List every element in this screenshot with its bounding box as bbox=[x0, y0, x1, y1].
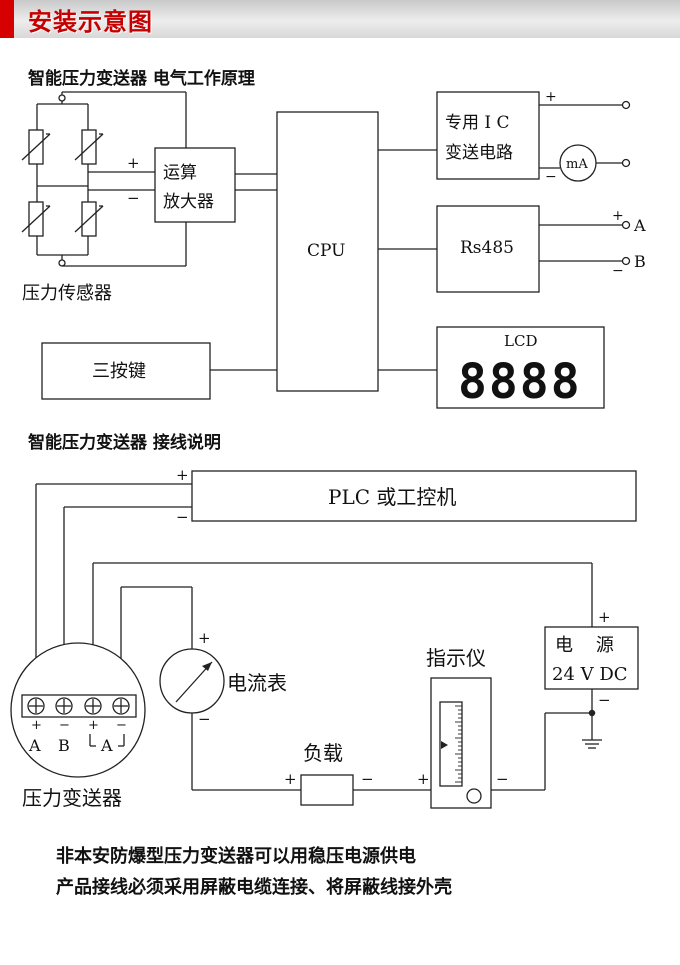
cpu-label: CPU bbox=[307, 241, 345, 261]
amp-label-2: 放大器 bbox=[163, 192, 214, 212]
ic-plus: + bbox=[545, 89, 557, 105]
rs-plus: + bbox=[612, 208, 624, 224]
rs-b-label: B bbox=[634, 252, 646, 271]
indicator-label: 指示仪 bbox=[426, 646, 486, 670]
indicator-plus: + bbox=[417, 770, 430, 788]
lcd-label: LCD bbox=[504, 332, 537, 350]
power-minus: − bbox=[598, 691, 611, 709]
section-title-wiring: 智能压力变送器 接线说明 bbox=[28, 433, 221, 453]
terminal-screw-icons bbox=[27, 697, 130, 715]
amplifier-box bbox=[154, 147, 236, 223]
ammeter-minus: − bbox=[198, 710, 211, 728]
plc-label: PLC 或工控机 bbox=[328, 485, 456, 509]
ammeter-label: 电流表 bbox=[227, 671, 287, 695]
strain-bridge bbox=[21, 94, 104, 267]
ammeter-icon bbox=[159, 648, 225, 714]
plc-box bbox=[191, 470, 637, 522]
power-label-2: 24 V DC bbox=[552, 664, 628, 685]
terminal-sign-1: + bbox=[31, 718, 42, 733]
sensor-label: 压力传感器 bbox=[22, 283, 112, 304]
rs-minus: − bbox=[612, 263, 624, 279]
header-banner: 安装示意图 bbox=[0, 0, 680, 38]
indicator-ticks bbox=[455, 705, 462, 783]
cpu-box bbox=[276, 111, 379, 392]
terminal-sign-2: − bbox=[59, 718, 70, 733]
sensor-minus: − bbox=[127, 189, 140, 207]
load-label: 负载 bbox=[303, 741, 343, 765]
ic-minus: − bbox=[545, 169, 557, 185]
terminal-sign-4: − bbox=[116, 718, 127, 733]
ic-box bbox=[436, 91, 540, 180]
keys-box bbox=[41, 342, 211, 400]
rs-a-label: A bbox=[633, 216, 646, 235]
plc-minus: − bbox=[176, 508, 189, 526]
plc-plus: + bbox=[176, 466, 189, 484]
milliammeter-label: mA bbox=[566, 157, 588, 172]
ammeter-plus: + bbox=[198, 629, 211, 647]
amp-label-1: 运算 bbox=[163, 163, 197, 183]
terminal-label-b: B bbox=[58, 736, 70, 755]
terminal-sign-3: + bbox=[88, 718, 99, 733]
note-line-2: 产品接线必须采用屏蔽电缆连接、将屏蔽线接外壳 bbox=[56, 877, 452, 898]
page-title: 安装示意图 bbox=[28, 8, 153, 36]
power-label-1: 电 源 bbox=[555, 635, 614, 656]
load-minus: − bbox=[361, 770, 374, 788]
header-accent bbox=[0, 0, 14, 38]
section-title-principle: 智能压力变送器 电气工作原理 bbox=[28, 69, 255, 89]
terminal-label-a: A bbox=[28, 736, 41, 755]
terminal-label-a-loop: A bbox=[100, 736, 113, 755]
load-box bbox=[300, 774, 354, 806]
indicator-scale bbox=[439, 701, 463, 787]
indicator-minus: − bbox=[496, 770, 509, 788]
load-plus: + bbox=[284, 770, 297, 788]
keys-label: 三按键 bbox=[92, 361, 146, 382]
transmitter-label: 压力变送器 bbox=[22, 786, 122, 810]
ic-label-2: 变送电路 bbox=[445, 143, 513, 163]
note-line-1: 非本安防爆型压力变送器可以用稳压电源供电 bbox=[56, 846, 416, 867]
lcd-box bbox=[436, 326, 605, 409]
ic-label-1: 专用 I C bbox=[445, 113, 510, 133]
rs485-label: Rs485 bbox=[460, 238, 514, 258]
sensor-plus: + bbox=[127, 154, 140, 172]
power-plus: + bbox=[598, 608, 611, 626]
indicator-box bbox=[430, 677, 492, 809]
transmitter-housing bbox=[10, 642, 146, 778]
lcd-digits: 8888 bbox=[458, 354, 582, 410]
ground-icon bbox=[582, 739, 602, 749]
